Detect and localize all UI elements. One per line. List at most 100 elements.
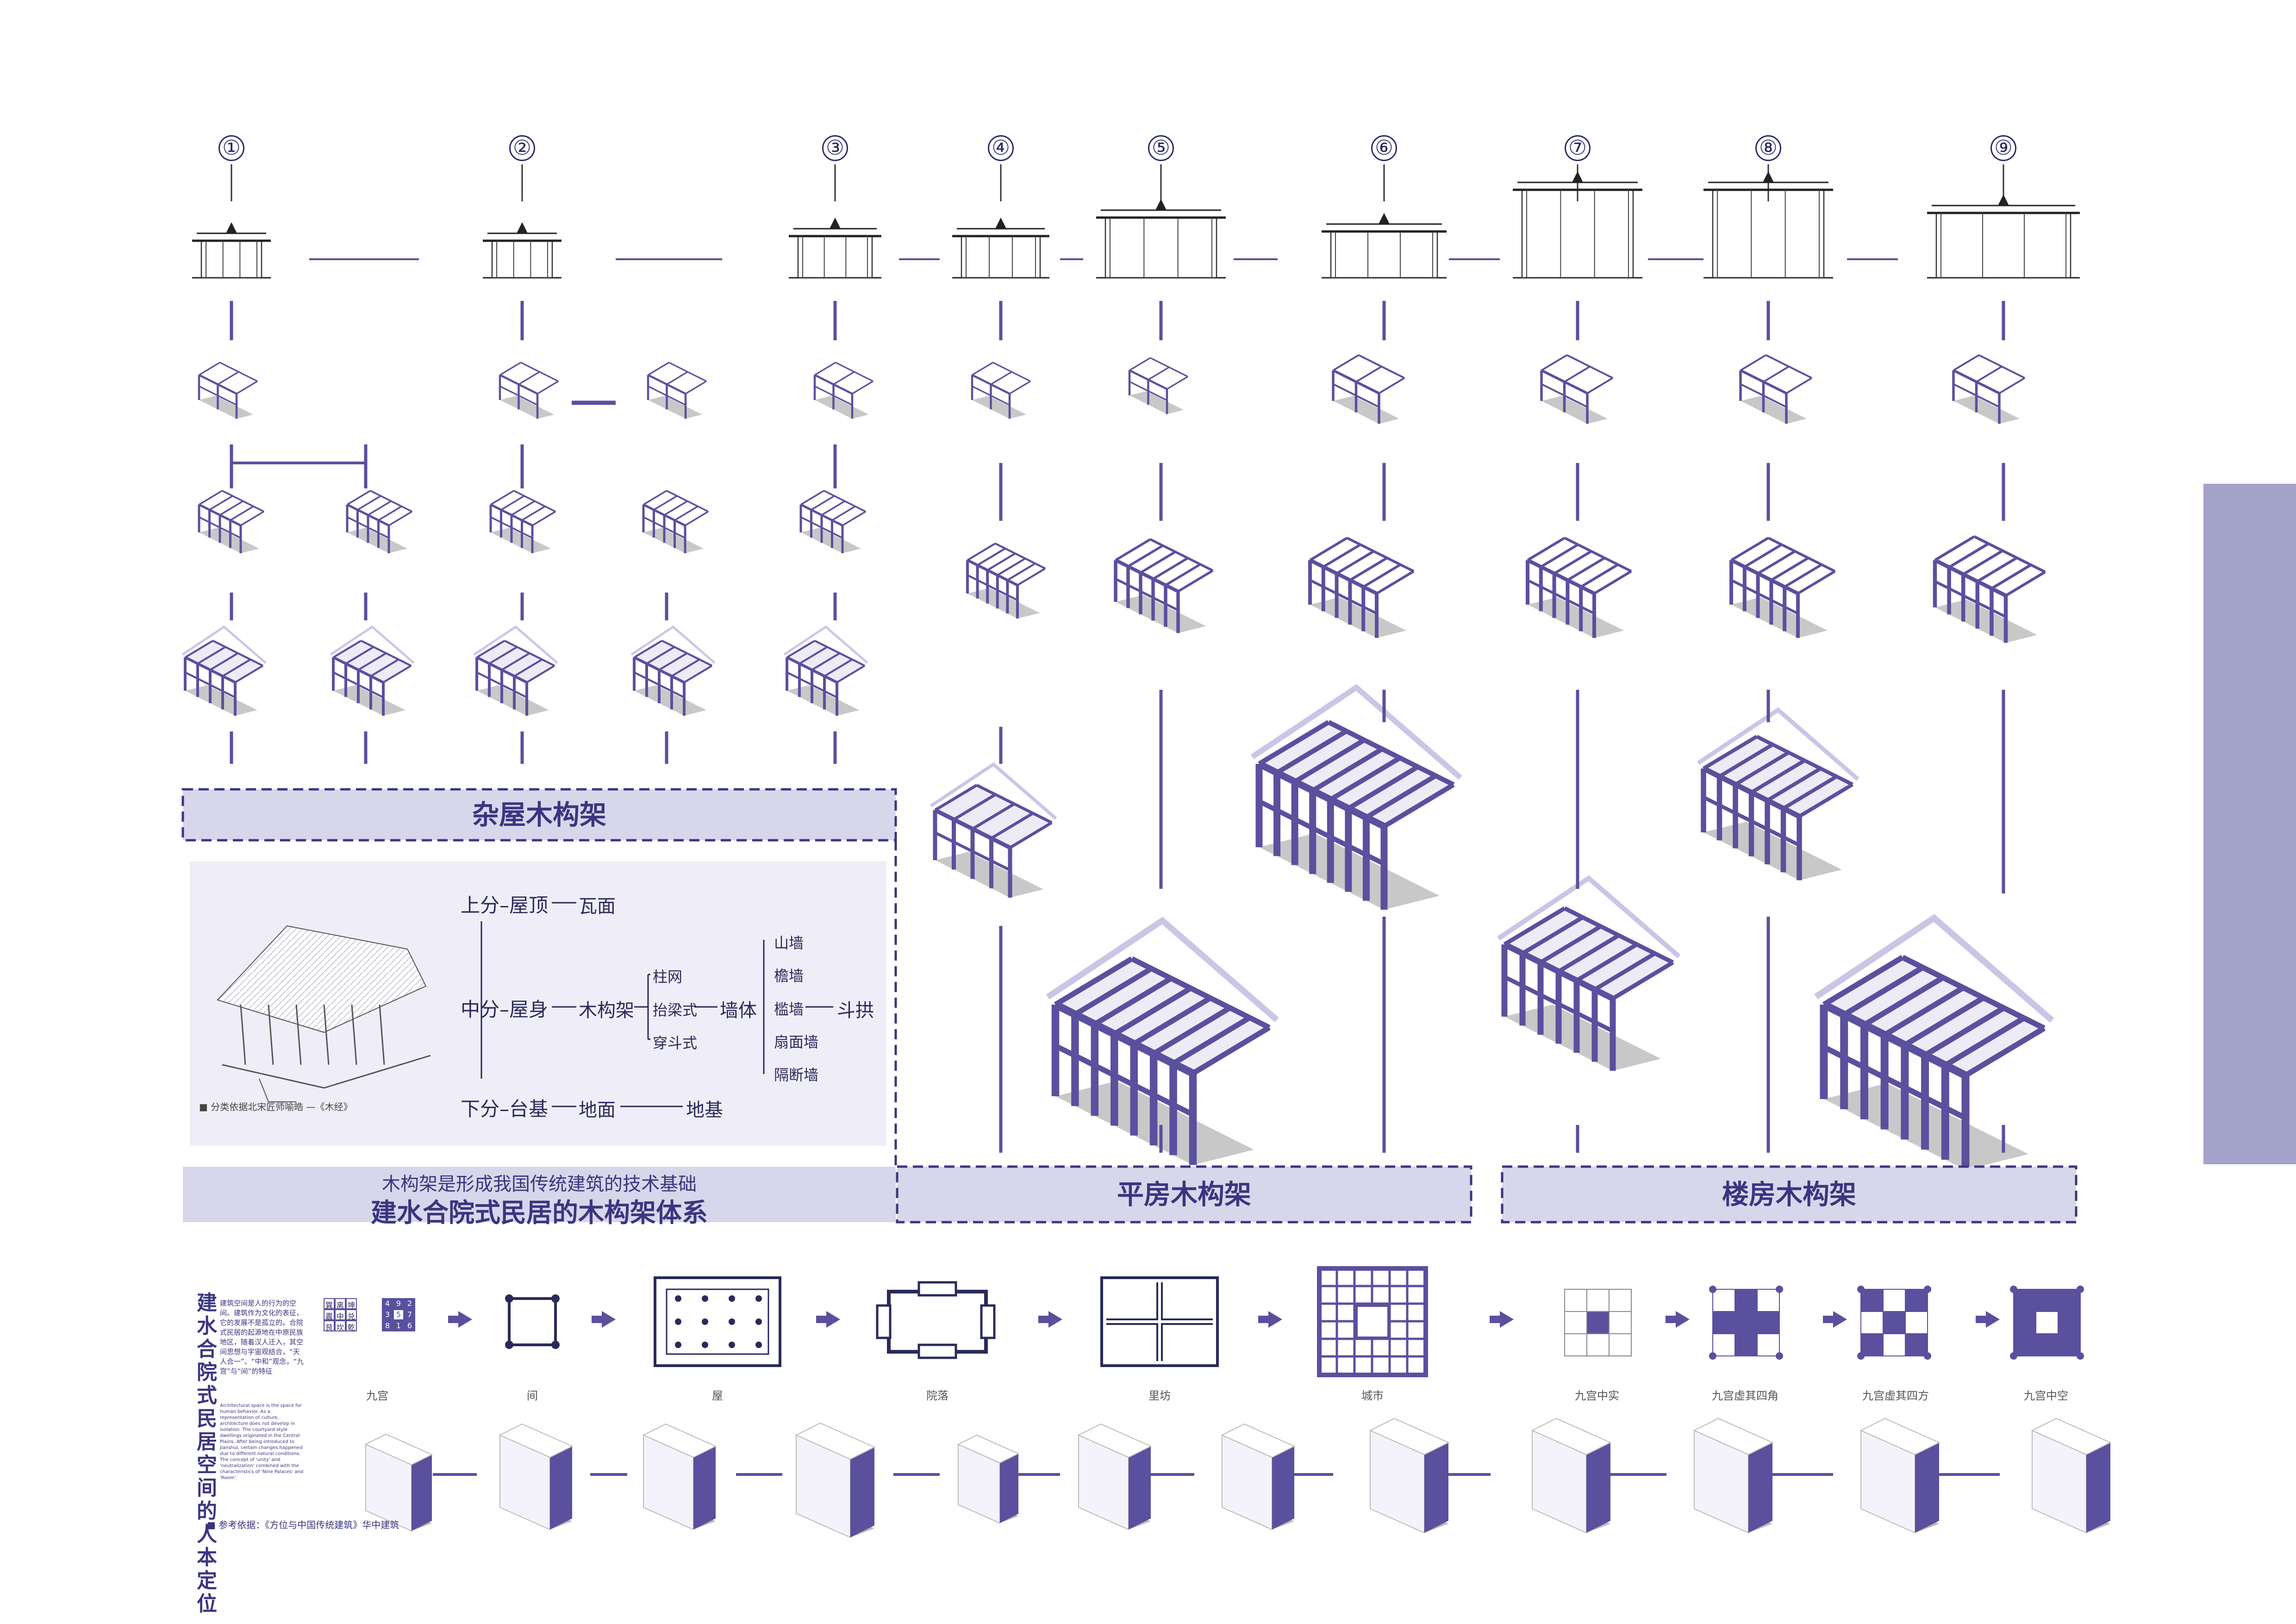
frame-row2-3 xyxy=(647,362,707,419)
wu-post-12 xyxy=(755,1342,762,1348)
num-grid-label-3: 2 xyxy=(407,1299,412,1308)
nine-palace-3-corner-2 xyxy=(1924,1286,1931,1293)
num-grid-cell-4 xyxy=(382,1309,393,1320)
nine-palace-2-cell-6 xyxy=(1757,1311,1780,1334)
tree-mid: 中分–屋身 xyxy=(461,998,549,1021)
column-number-4: ④ xyxy=(988,135,1014,161)
nine-grid-cell-9 xyxy=(346,1320,357,1331)
frame-row3b-2 xyxy=(1114,538,1214,633)
nine-palace-2-cell-7 xyxy=(1712,1333,1735,1356)
arrow-shaft-6 xyxy=(1490,1316,1501,1323)
iso-block-7 xyxy=(1221,1423,1296,1530)
column-number-8: ⑧ xyxy=(1755,135,1781,161)
num-grid-label-6: 7 xyxy=(407,1310,412,1319)
nine-palace-4-cell-9 xyxy=(2058,1333,2081,1356)
lifang-cross-inner xyxy=(1106,1282,1213,1361)
nine-palace-4-corner-1 xyxy=(2010,1286,2017,1293)
nine-palace-2-cell-3 xyxy=(1757,1289,1780,1312)
elevation-8 xyxy=(1703,171,1833,279)
nine-palace-4-corner-3 xyxy=(2010,1352,2017,1360)
yuanluo-wing-2 xyxy=(917,1343,957,1359)
arrow-shaft-7 xyxy=(1666,1316,1677,1323)
arrow-4 xyxy=(1048,1311,1062,1328)
iso-block-6 xyxy=(1077,1423,1152,1530)
lower-caption-9: 九宫虚其四方 xyxy=(1862,1389,1929,1402)
frame-row2-8 xyxy=(1540,354,1613,424)
nine-grid-label-9: 乾 xyxy=(347,1323,355,1332)
frame-row3b-5 xyxy=(1729,537,1836,638)
arrow-shaft-2 xyxy=(592,1316,603,1323)
column-number-3: ③ xyxy=(822,135,848,161)
arrow-7 xyxy=(1676,1311,1690,1328)
pingfang-title: 平房木构架 xyxy=(1117,1179,1251,1210)
frame-row4-3 xyxy=(473,625,558,716)
tree-ground: 地面 xyxy=(579,1099,616,1121)
frame-row3b-6 xyxy=(1933,535,2046,643)
branch-connector xyxy=(231,462,367,481)
wu-post-11 xyxy=(729,1342,735,1348)
frame-row2-10 xyxy=(1952,354,2025,424)
iso-block-11 xyxy=(1859,1418,1940,1534)
loufang-title: 楼房木构架 xyxy=(1722,1179,1856,1210)
nine-grid-label-6: 兑 xyxy=(347,1312,355,1321)
num-grid-cell-9 xyxy=(404,1320,415,1331)
nine-palace-4-cell-7 xyxy=(2013,1333,2036,1356)
nine-palace-4-cell-6 xyxy=(2058,1311,2081,1334)
wu-post-3 xyxy=(729,1295,735,1302)
yuanluo-ring xyxy=(887,1290,988,1354)
nine-grid-cell-4 xyxy=(324,1309,335,1320)
tree-frame-type-1: 柱网 xyxy=(653,968,683,986)
yuanluo-wing-3 xyxy=(876,1304,892,1339)
column-number-1: ① xyxy=(218,135,244,161)
lower-caption-7: 九宫中实 xyxy=(1575,1389,1619,1402)
nine-palace-2-corner-4 xyxy=(1776,1352,1783,1360)
column-number-9: ⑨ xyxy=(1990,135,2016,161)
frame-row2-1 xyxy=(198,362,258,419)
column-number-7: ⑦ xyxy=(1565,135,1591,161)
tree-wall-type-1: 山墙 xyxy=(774,934,804,952)
lifang-outer xyxy=(1100,1276,1219,1367)
wu-post-7 xyxy=(729,1318,735,1325)
frame-big-6 xyxy=(1250,684,1462,910)
nine-palace-2-cell-1 xyxy=(1712,1289,1735,1312)
building-sketch xyxy=(217,925,431,1102)
nine-grid-cell-2 xyxy=(335,1298,346,1309)
frame-row3-3 xyxy=(489,490,556,553)
nine-palace-1-cell-1 xyxy=(1564,1289,1587,1312)
tree-top-leaf: 瓦面 xyxy=(579,896,616,917)
iso-block-12 xyxy=(2031,1418,2112,1534)
num-grid-label-4: 3 xyxy=(385,1310,390,1319)
pingfang-panel xyxy=(896,1165,1472,1224)
city-center xyxy=(1355,1304,1390,1339)
column-number-6: ⑥ xyxy=(1371,135,1397,161)
frame-row3b-4 xyxy=(1526,537,1632,638)
tree-bottom: 下分–台基 xyxy=(461,1098,549,1120)
num-grid-cell-3 xyxy=(404,1298,415,1309)
arrow-5 xyxy=(1268,1311,1282,1328)
tree-wall-type-2: 檐墙 xyxy=(774,967,804,985)
iso-block-3 xyxy=(642,1423,717,1530)
num-grid-cell-8 xyxy=(393,1320,404,1331)
nine-palace-3-cell-5 xyxy=(1883,1311,1906,1334)
nine-palace-1-cell-6 xyxy=(1609,1311,1632,1334)
nine-palace-2-corner-3 xyxy=(1709,1352,1716,1360)
lower-caption-5: 里坊 xyxy=(1148,1389,1171,1402)
nine-grid-cell-6 xyxy=(346,1309,357,1320)
tree-bracket: 斗拱 xyxy=(837,1000,874,1021)
title-panel xyxy=(183,1167,896,1222)
nine-palace-1-cell-4 xyxy=(1564,1311,1587,1334)
elevation-5 xyxy=(1096,199,1226,279)
frame-row4-5 xyxy=(783,625,868,716)
nine-palace-3-cell-3 xyxy=(1905,1289,1928,1312)
nine-palace-3-cell-6 xyxy=(1905,1311,1928,1334)
nine-palace-1-cell-7 xyxy=(1564,1333,1587,1356)
arrow-shaft-5 xyxy=(1258,1316,1269,1323)
wu-post-5 xyxy=(675,1318,681,1325)
elevation-6 xyxy=(1322,213,1447,279)
nine-palace-3-cell-8 xyxy=(1883,1333,1906,1356)
tree-top: 上分–屋顶 xyxy=(461,894,549,917)
arrow-shaft-3 xyxy=(816,1316,827,1323)
loufang-panel xyxy=(1501,1165,2078,1224)
wu-post-10 xyxy=(702,1342,708,1348)
frame-row3-4 xyxy=(642,490,709,553)
